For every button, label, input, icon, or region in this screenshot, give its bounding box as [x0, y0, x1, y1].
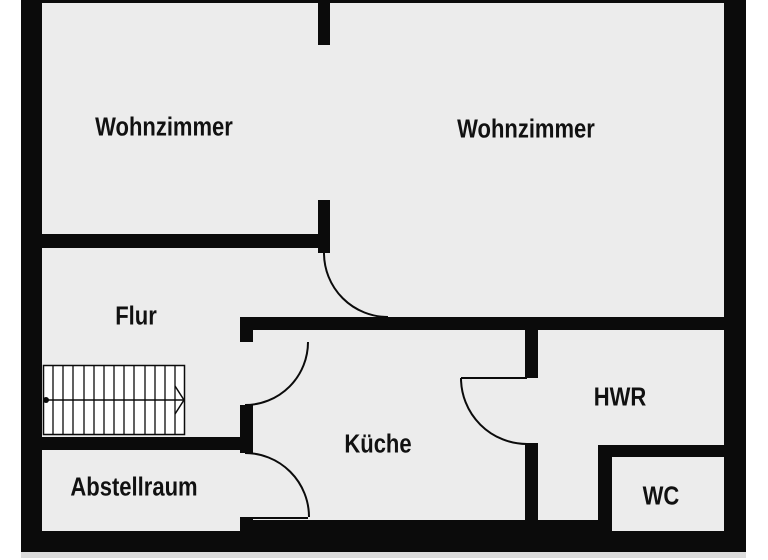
wall-wc-top [598, 445, 724, 457]
wall-kueche-left-lower [240, 517, 253, 531]
wall-exterior-bottom-step [253, 520, 612, 531]
wall-exterior-right [724, 0, 746, 552]
room-label-hwr: HWR [593, 381, 647, 412]
wall-kueche-left-upper [240, 330, 253, 342]
wall-kueche-left-middle [240, 405, 253, 453]
wall-hwr-left-lower [525, 443, 538, 520]
room-label-flur: Flur [115, 300, 157, 331]
room-label-wc: WC [642, 480, 680, 511]
room-label-wohnzimmer-right: Wohnzimmer [457, 113, 595, 144]
wall-exterior-left [21, 0, 42, 552]
plan-bottom-edge-shade [21, 552, 746, 558]
wall-exterior-bottom [21, 531, 746, 552]
wall-flur-top [42, 234, 318, 248]
wall-wohnzimmer-divider-mid-stub [318, 200, 330, 253]
wall-wohnzimmer-divider-top-stub [318, 0, 330, 45]
wall-kueche-top [240, 317, 724, 330]
room-label-wohnzimmer-left: Wohnzimmer [95, 111, 233, 142]
floor-area [21, 0, 746, 552]
room-label-abstellraum: Abstellraum [70, 471, 198, 502]
room-label-kueche: Küche [344, 428, 412, 459]
wall-hwr-left-upper [525, 330, 538, 378]
wall-exterior-top [21, 0, 746, 3]
wall-abstellraum-top [42, 437, 240, 450]
wall-wc-left [598, 445, 612, 533]
